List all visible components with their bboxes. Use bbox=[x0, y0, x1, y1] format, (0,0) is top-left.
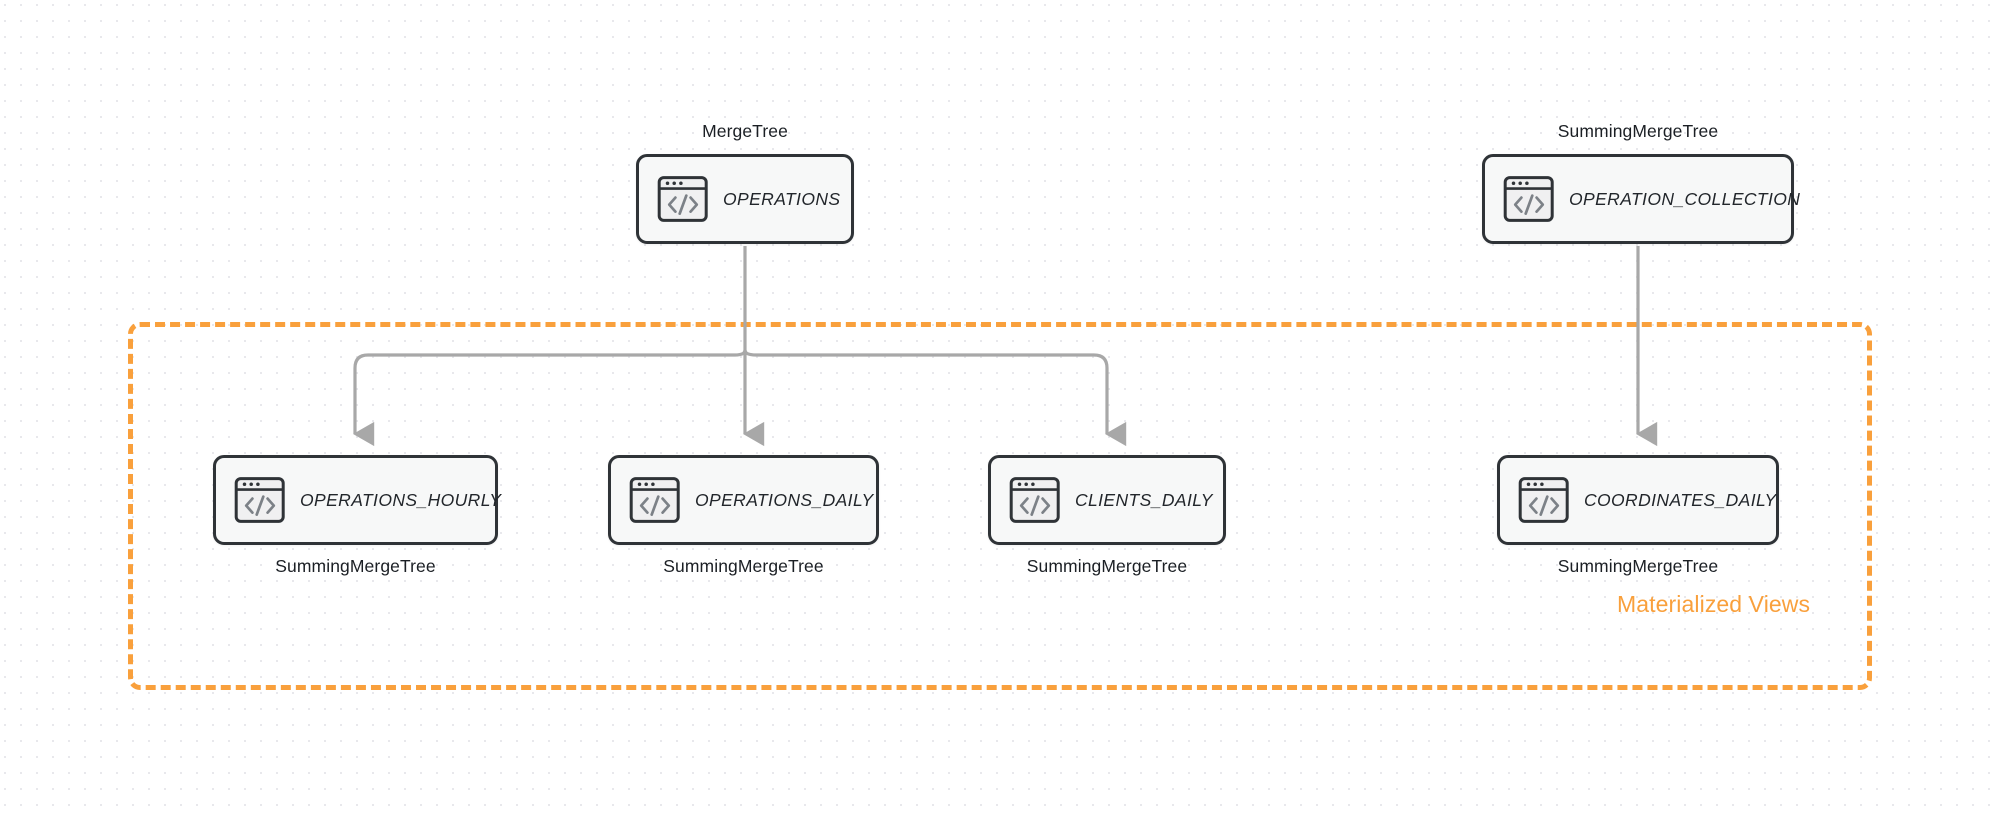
code-window-icon bbox=[657, 176, 708, 222]
node-operation_collection[interactable]: OPERATION_COLLECTION bbox=[1482, 154, 1800, 244]
engine-caption-operations: MergeTree bbox=[702, 121, 788, 141]
node-label-clients_daily: CLIENTS_DAILY bbox=[1075, 489, 1213, 510]
node-label-operations_daily: OPERATIONS_DAILY bbox=[695, 489, 874, 510]
node-clients_daily[interactable]: CLIENTS_DAILY bbox=[988, 455, 1226, 545]
code-window-icon bbox=[1518, 477, 1569, 523]
edge-operations-to-operations-hourly bbox=[353, 349, 747, 447]
code-window-icon bbox=[1503, 176, 1554, 222]
code-window-icon bbox=[629, 477, 680, 523]
node-label-coordinates_daily: COORDINATES_DAILY bbox=[1584, 489, 1777, 510]
node-operations[interactable]: OPERATIONS bbox=[636, 154, 854, 244]
node-coordinates_daily[interactable]: COORDINATES_DAILY bbox=[1497, 455, 1779, 545]
code-window-icon bbox=[1009, 477, 1060, 523]
node-label-operations_hourly: OPERATIONS_HOURLY bbox=[300, 489, 502, 510]
code-window-icon bbox=[234, 477, 285, 523]
engine-caption-coordinates_daily: SummingMergeTree bbox=[1557, 556, 1719, 576]
node-label-operation_collection: OPERATION_COLLECTION bbox=[1569, 188, 1801, 209]
edge-operations-to-clients-daily bbox=[743, 349, 1127, 447]
engine-caption-operations_hourly: SummingMergeTree bbox=[275, 556, 436, 576]
engine-caption-operations_daily: SummingMergeTree bbox=[663, 556, 824, 576]
node-operations_daily[interactable]: OPERATIONS_DAILY bbox=[608, 455, 879, 545]
engine-caption-operation_collection: SummingMergeTree bbox=[1557, 121, 1719, 141]
materialized-views-label: Materialized Views bbox=[1617, 591, 1811, 617]
node-operations_hourly[interactable]: OPERATIONS_HOURLY bbox=[213, 455, 502, 545]
node-label-operations: OPERATIONS bbox=[723, 188, 841, 209]
engine-caption-clients_daily: SummingMergeTree bbox=[1026, 556, 1188, 576]
